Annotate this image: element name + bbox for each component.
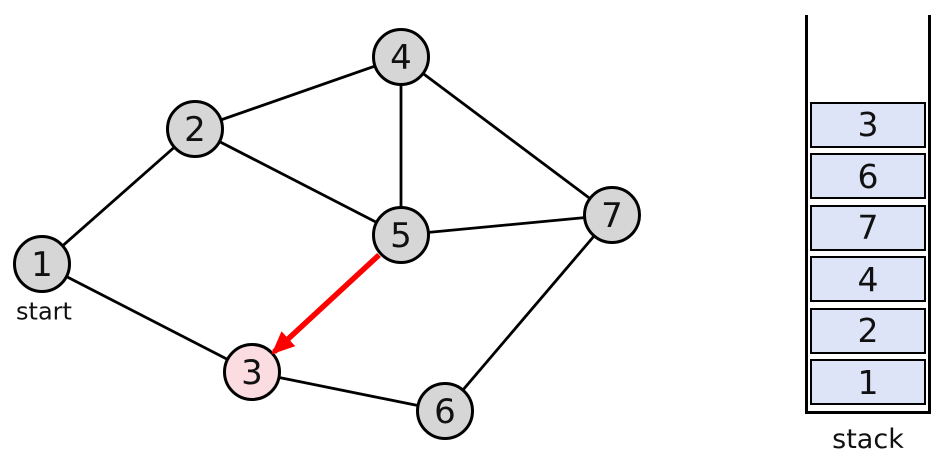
dfs-arrow-5-to-3 — [271, 252, 381, 355]
node-6-circle — [416, 382, 474, 440]
edge-3-6 — [251, 370, 446, 413]
node-7-label: 7 — [601, 196, 623, 236]
edge-2-5 — [194, 127, 402, 237]
node-5-label: 5 — [390, 216, 412, 256]
node-7-circle — [583, 186, 641, 244]
start-label: start — [16, 298, 72, 326]
stack-label: stack — [832, 424, 904, 455]
stack-cell: 6 — [810, 153, 926, 199]
graph-edges — [41, 55, 614, 413]
stack-cell: 7 — [810, 204, 926, 251]
stack-cell: 4 — [810, 256, 926, 302]
stack-cell: 2 — [810, 307, 926, 354]
node-3-label: 3 — [241, 353, 263, 393]
node-3-circle — [223, 343, 281, 401]
edge-1-3 — [41, 262, 253, 374]
node-5: 5 — [372, 206, 430, 264]
edge-5-7 — [400, 213, 613, 237]
node-1-circle — [13, 235, 71, 293]
node-4-circle — [372, 28, 430, 86]
node-4: 4 — [372, 28, 430, 86]
edge-4-7 — [400, 55, 613, 217]
node-2: 2 — [166, 100, 224, 158]
stack-container: 3 6 7 4 2 1 — [805, 15, 931, 414]
edge-6-7 — [443, 214, 614, 412]
node-4-label: 4 — [390, 38, 412, 78]
node-7: 7 — [583, 186, 641, 244]
node-2-label: 2 — [184, 110, 206, 150]
node-1: 1 — [13, 235, 71, 293]
node-3: 3 — [223, 343, 281, 401]
edge-2-4 — [194, 55, 402, 131]
node-1-label: 1 — [31, 245, 53, 285]
stack-cell-top: 3 — [810, 101, 926, 148]
node-6-label: 6 — [434, 392, 456, 432]
node-5-circle — [372, 206, 430, 264]
stack-cell-bottom: 1 — [810, 359, 926, 405]
node-2-circle — [166, 100, 224, 158]
graph-svg: 1 2 4 5 6 7 3 start — [13, 28, 641, 440]
node-6: 6 — [416, 382, 474, 440]
edge-1-2 — [41, 127, 196, 266]
